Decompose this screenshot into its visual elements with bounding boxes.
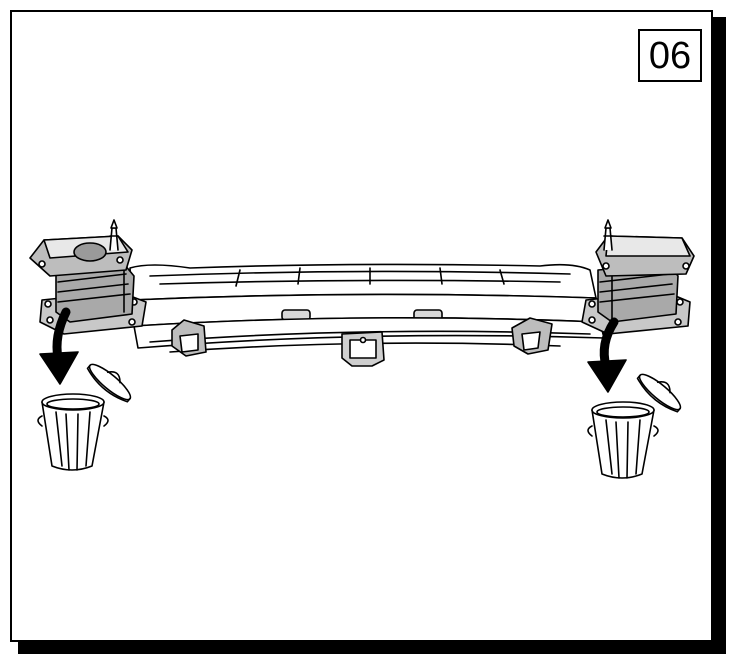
curved-arrow-down-icon (587, 317, 627, 393)
bumper-beam (129, 263, 605, 367)
left-crash-box (29, 219, 147, 335)
step-number-box: 06 (638, 29, 702, 82)
curved-arrow-down-icon (39, 307, 79, 385)
trash-bin-icon (587, 373, 682, 479)
step-number: 06 (648, 34, 692, 77)
right-crash-box (581, 219, 695, 335)
trash-bin-icon (37, 363, 132, 471)
